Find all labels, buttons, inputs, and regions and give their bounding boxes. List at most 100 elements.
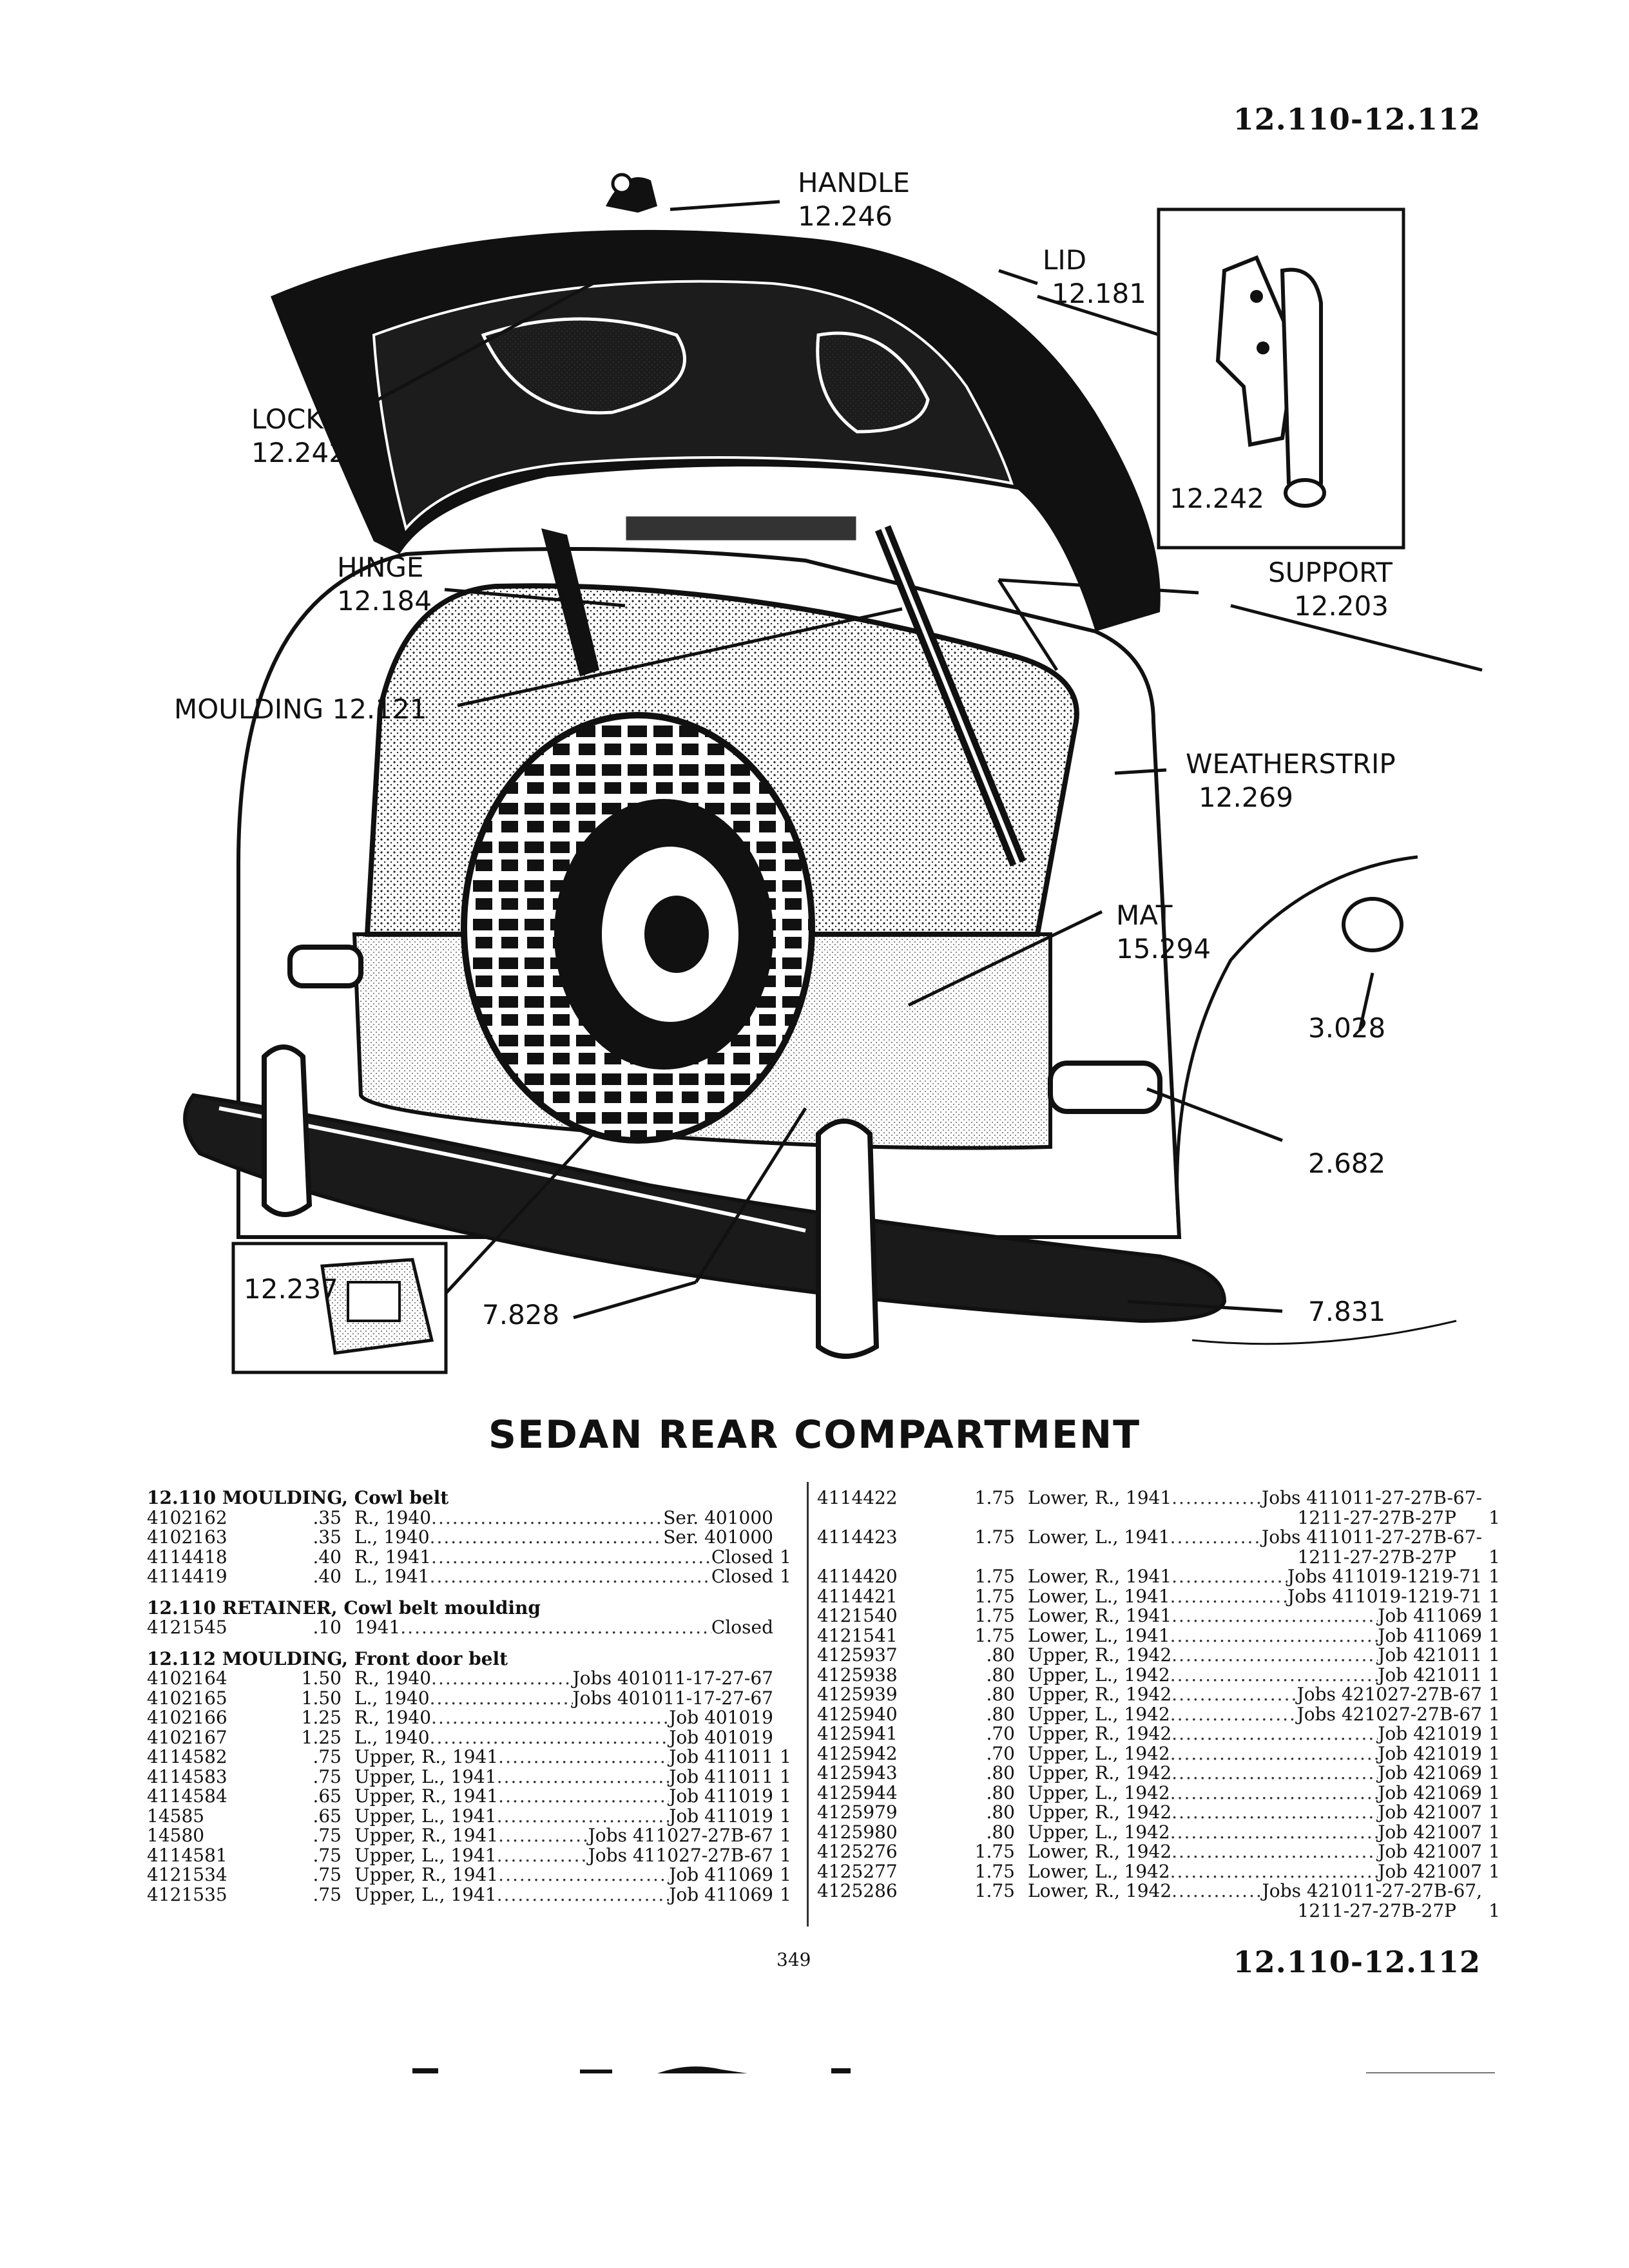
part-price: .80 [986,1821,1015,1843]
part-quantity: 1 [1489,1585,1500,1607]
callout-mat: MAT 15.294 [1116,899,1211,965]
part-quantity [1482,1881,1500,1901]
leader-dots [1171,1724,1378,1744]
part-desc-text: Upper, L., 1942 [1028,1783,1170,1803]
section-heading: 12.110 RETAINER, Cowl belt moulding [147,1597,791,1619]
part-price: .80 [986,1802,1015,1823]
part-desc-text: L., 1940 [354,1688,430,1708]
figure-title: SEDAN REAR COMPARTMENT [488,1412,1141,1457]
part-quantity: 1 [780,1844,791,1866]
part-reference: Job 421069 [1378,1783,1482,1803]
part-desc-text: Upper, L., 1941 [354,1767,497,1787]
part-reference: Job 411069 [669,1885,773,1905]
part-desc-text: Upper, R., 1942 [1028,1646,1172,1666]
part-number: 4114582 [147,1746,227,1767]
part-description: Lower, R., 1941Job 411069 [1028,1606,1482,1626]
part-price: .75 [313,1746,342,1767]
callout-weatherstrip: WEATHERSTRIP 12.269 [1186,748,1396,813]
leader-dots [430,1528,664,1548]
leader-dots [430,1728,670,1748]
leader-dots [1170,1823,1378,1843]
leader-dots [497,1885,670,1905]
part-quantity: 1 [1489,1684,1500,1705]
car-body [183,525,1457,1359]
part-desc-text: R., 1940 [354,1508,432,1528]
part-reference: Jobs 421027-27B-67 [1296,1685,1482,1705]
part-price: .65 [313,1785,342,1807]
part-description: Lower, L., 1941Jobs 411011-27-27B-67- [1028,1528,1482,1548]
bumper-inset-drawing [320,1258,434,1355]
callout-lock: LOCK 12.242 [251,403,346,468]
part-number: 4114418 [147,1546,227,1568]
trunk-lid [271,229,1161,631]
part-price: 1.50 [301,1667,342,1689]
part-price: .80 [986,1644,1015,1666]
callout-handle: HANDLE 12.246 [798,167,911,232]
leader-lines [353,200,1483,1320]
part-description: Upper, L., 1941Job 411069 [354,1885,773,1905]
part-quantity: 1 [780,1546,791,1568]
part-quantity: 1 [780,1883,791,1905]
leader-dots [431,1508,663,1528]
part-description: Upper, L., 1941Jobs 411027-27B-67 [354,1846,773,1866]
part-description: Upper, L., 1942 Job 421069 [1028,1783,1482,1803]
part-reference: Closed [711,1567,773,1587]
leader-dots [1170,1862,1378,1882]
part-desc-text: Lower, R., 1942 [1028,1881,1172,1901]
part-description: Lower, L., 1941Job 411069 [1028,1626,1482,1646]
leader-dots [1171,1567,1287,1587]
part-desc-text: Lower, L., 1941 [1028,1626,1170,1646]
part-price: .35 [313,1506,342,1528]
part-price: 1.75 [974,1566,1015,1587]
part-number: 4102163 [147,1526,227,1548]
section-title: RETAINER, Cowl belt moulding [222,1597,541,1619]
part-price: 1.75 [974,1880,1015,1901]
leader-dots [1170,1528,1262,1548]
leader-dots [1171,1842,1378,1862]
part-description: Lower, R., 1941Jobs 411019-1219-71 [1028,1567,1482,1587]
sedan-rear-compartment-illustration [183,173,1483,1374]
part-number: 4121541 [817,1624,898,1646]
part-reference: Ser. 401000 [663,1528,773,1548]
part-description: Upper, R., 1941Job 411011 [354,1747,773,1767]
section-heading: 12.110 MOULDING, Cowl belt [147,1488,791,1508]
part-description: Upper, R., 1942Job 421011 [1028,1646,1482,1666]
part-price: .75 [313,1844,342,1866]
part-price: 1.75 [974,1624,1015,1646]
part-number: 14585 [147,1805,205,1827]
part-description: Upper, R., 1941Jobs 411027-27B-67 [354,1826,773,1846]
part-quantity [773,1669,791,1689]
part-reference: Job 411069 [1378,1606,1482,1626]
leader-dots [430,1689,573,1709]
part-desc-text: Upper, R., 1941 [354,1787,499,1807]
leader-dots [1171,1881,1262,1901]
parts-row: 4102163.35L., 1940Ser. 401000 [147,1526,791,1548]
part-price: .65 [313,1805,342,1827]
part-number: 4121535 [147,1883,227,1905]
page-range-bottom: 12.110-12.112 [1233,1945,1481,1979]
part-quantity: 1 [1489,1546,1500,1568]
handle-part [606,173,657,213]
leader-dots [497,1767,670,1787]
leader-dots [1170,1666,1378,1686]
parts-row: 4114419.40L., 1941Closed1 [147,1566,791,1587]
part-desc-text: L., 1941 [354,1567,430,1587]
part-number: 14580 [147,1825,205,1846]
part-description: Upper, R., 1942Job 421019 [1028,1724,1482,1744]
part-number: 4125277 [817,1860,898,1882]
part-desc-text: Upper, L., 1942 [1028,1665,1170,1685]
part-reference: Job 421007 [1378,1842,1482,1862]
part-desc-text: Upper, R., 1942 [1028,1724,1172,1744]
part-desc-text: Upper, L., 1942 [1028,1744,1170,1763]
part-description: Upper, L., 1942Job 421019 [1028,1744,1482,1764]
leader-dots [1171,1803,1378,1823]
